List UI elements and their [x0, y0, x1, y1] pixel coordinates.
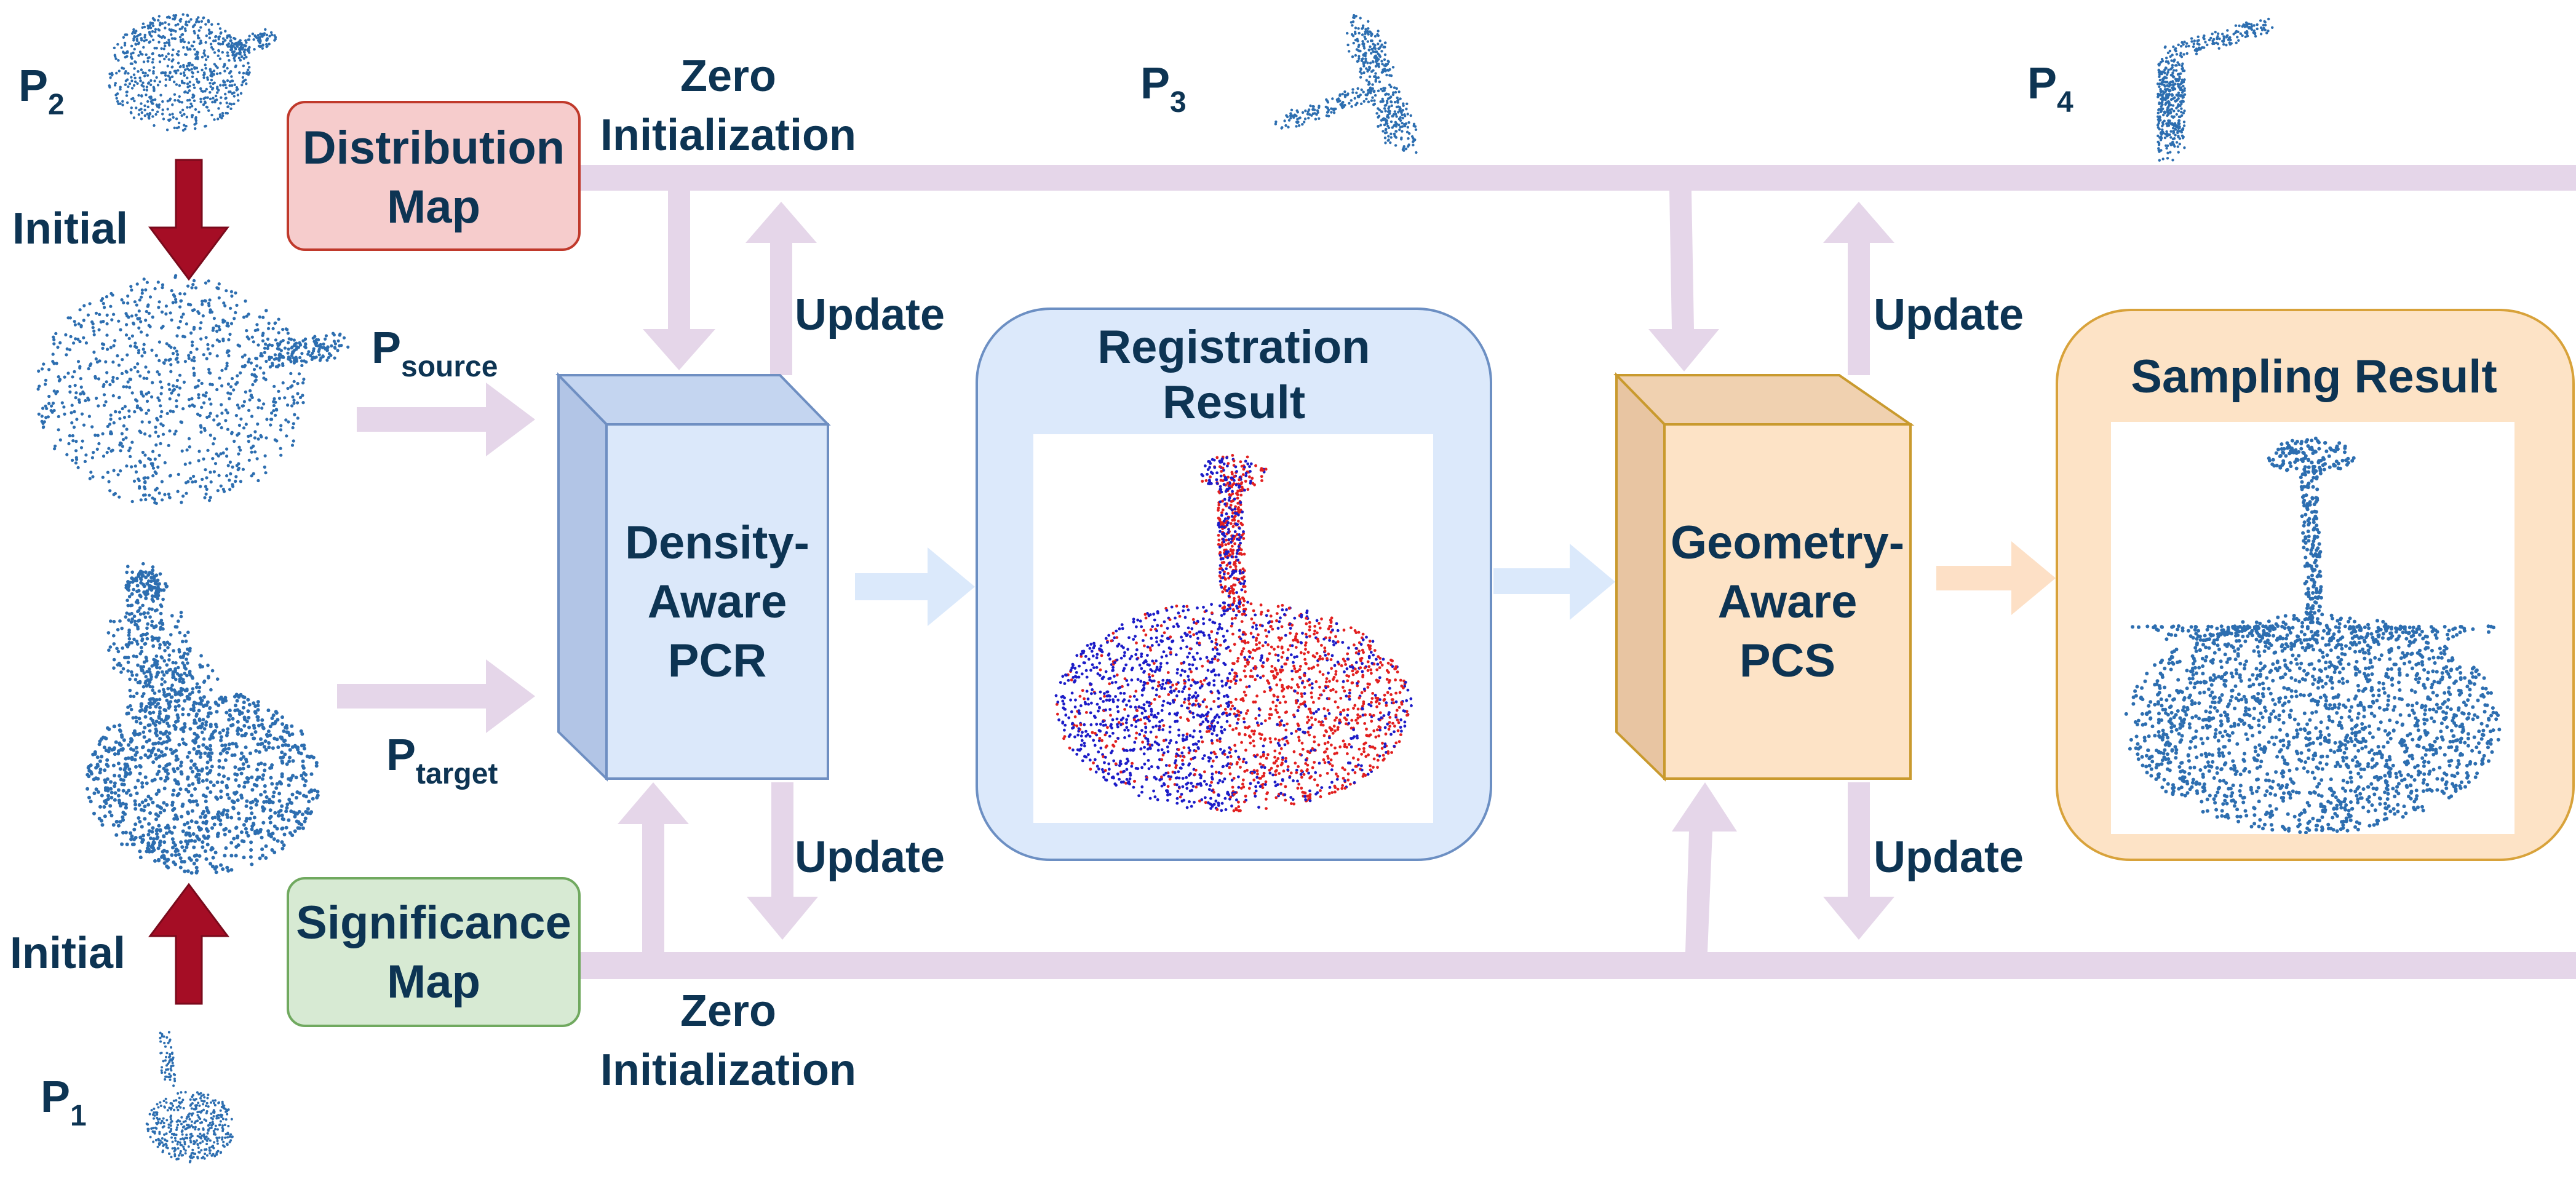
update-pcr-top-label: Update: [795, 290, 945, 339]
pcs-to-sampling-arrow: [1936, 541, 2056, 615]
registration-result-title-1: Registration: [1097, 321, 1370, 373]
zero-init-top-line2: Initialization: [600, 111, 856, 160]
geometry-aware-pcs-block: Geometry- Aware PCS: [1616, 375, 1910, 779]
distribution-map-label-2: Map: [387, 181, 480, 233]
pcr-label-1: Density-: [625, 517, 809, 569]
bottom-rail: [578, 952, 2576, 979]
zero-init-top-line1: Zero: [680, 52, 776, 101]
density-aware-pcr-block: Density- Aware PCR: [559, 375, 828, 779]
update-pcs-top-label: Update: [1874, 290, 2024, 339]
significance-map-label-1: Significance: [296, 897, 571, 949]
pcr-label-2: Aware: [648, 576, 787, 628]
rail-to-pcs-bottom-arrow: [1672, 782, 1737, 952]
p-target-point-cloud: [85, 562, 320, 875]
p-source-arrow: [357, 383, 535, 456]
update-pcs-bottom-label: Update: [1874, 833, 2024, 882]
significance-map-label-2: Map: [387, 956, 480, 1008]
p4-label: P4: [2027, 59, 2073, 119]
initial-bottom-arrow: [150, 884, 228, 1004]
p3-point-cloud: [1274, 14, 1418, 154]
initial-bottom-label: Initial: [10, 929, 125, 978]
update-pcr-bottom-label: Update: [795, 833, 945, 882]
zero-init-top-arrow: [643, 191, 715, 370]
top-rail: [578, 165, 2576, 191]
zero-init-bottom-line2: Initialization: [600, 1046, 856, 1095]
p4-point-cloud: [2157, 18, 2273, 162]
p2-point-cloud: [108, 13, 277, 132]
initial-top-arrow: [150, 160, 228, 279]
p1-label: P1: [41, 1073, 87, 1132]
update-pcr-top-arrow: [745, 202, 817, 375]
pcs-label-2: Aware: [1718, 576, 1858, 628]
sampling-result-title: Sampling Result: [2131, 351, 2497, 403]
p-source-point-cloud: [37, 274, 350, 505]
pcs-label-3: PCS: [1739, 635, 1835, 687]
registration-result-title-2: Result: [1163, 376, 1305, 429]
p-target-label: Ptarget: [386, 731, 498, 790]
zero-init-bottom-arrow: [618, 782, 689, 952]
p1-point-cloud: [146, 1031, 234, 1163]
p3-label: P3: [1140, 59, 1187, 119]
p-target-arrow: [337, 659, 535, 733]
rail-to-pcs-arrow: [1648, 191, 1719, 371]
zero-init-bottom-line1: Zero: [680, 986, 776, 1036]
initial-top-label: Initial: [12, 204, 128, 253]
pcr-to-registration-arrow: [855, 547, 975, 626]
distribution-map-label-1: Distribution: [303, 122, 565, 174]
pcs-label-1: Geometry-: [1671, 517, 1904, 569]
registration-to-pcs-arrow: [1493, 544, 1615, 620]
pcr-label-3: PCR: [668, 635, 766, 687]
p2-label: P2: [18, 62, 65, 121]
p-source-label: Psource: [372, 324, 498, 383]
update-pcs-top-arrow: [1823, 202, 1894, 375]
